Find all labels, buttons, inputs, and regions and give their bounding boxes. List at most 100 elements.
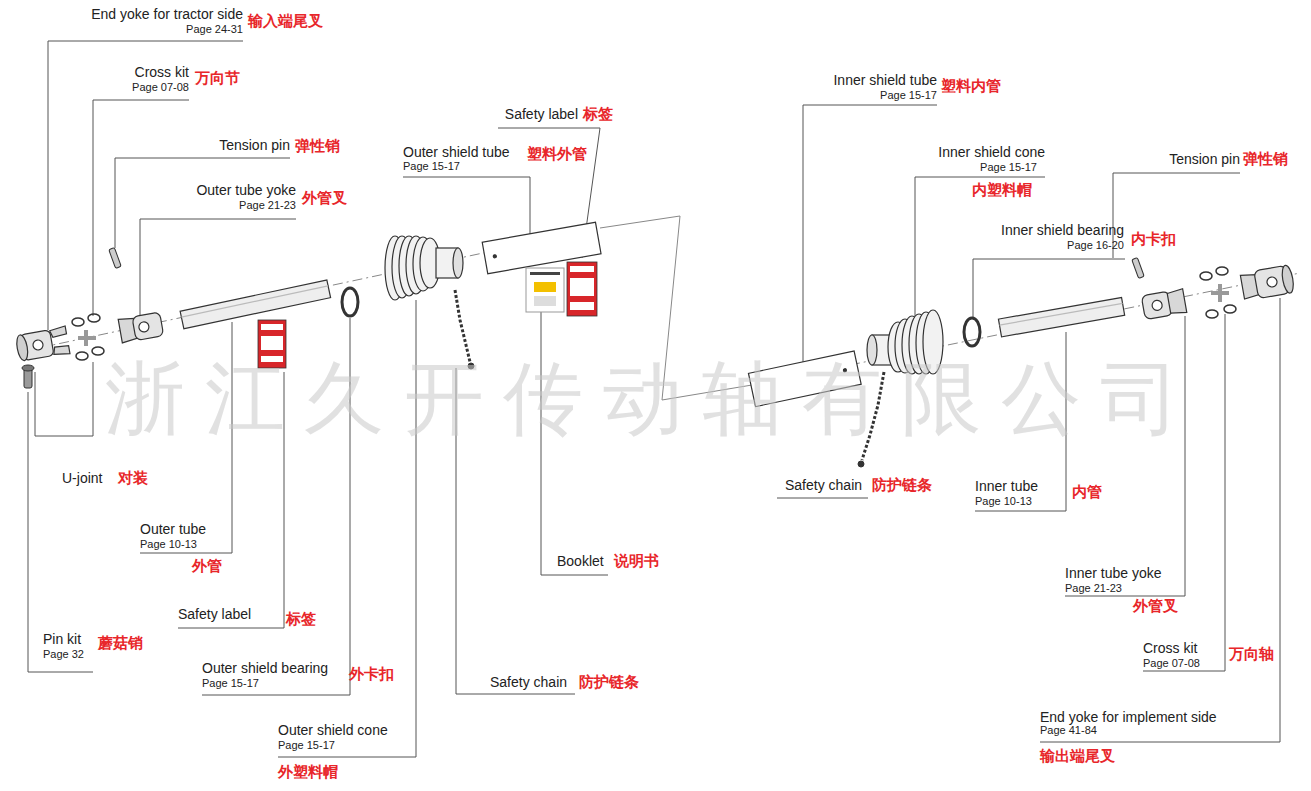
drawing-shape [567, 262, 597, 316]
chinese-part-name: 塑料外管 [527, 146, 587, 163]
cross-kit [72, 314, 104, 360]
shield-tube [482, 222, 601, 273]
part-name: U-joint [62, 471, 102, 486]
part-name: Outer shield cone [278, 723, 388, 738]
page-reference: Page 07-08 [1143, 657, 1200, 669]
chinese-part-name: 外管叉 [1133, 598, 1178, 615]
part-name: Booklet [557, 554, 604, 569]
drawing-shape [93, 100, 189, 316]
chinese-part-name: 外管叉 [302, 190, 347, 207]
drawing-shape [915, 177, 1045, 318]
page-reference: Page 21-23 [239, 199, 296, 211]
page-reference: Page 15-17 [403, 160, 460, 172]
drawing-shape [1280, 265, 1295, 294]
part-name: Safety chain [785, 478, 862, 493]
drawing-shape [777, 498, 868, 499]
outer-tube [180, 280, 330, 329]
chinese-part-name: 外管 [192, 558, 222, 575]
drawing-shape [455, 290, 470, 362]
chinese-part-name: 外卡扣 [349, 666, 394, 683]
drawing-shape [493, 255, 496, 258]
drawing-shape [1167, 289, 1187, 315]
chinese-part-name: 说明书 [614, 553, 659, 570]
end-yoke [1240, 265, 1295, 301]
page-reference: Page 15-17 [202, 677, 259, 689]
drawing-shape [858, 461, 864, 467]
drawing-shape [28, 392, 93, 672]
shield-bearing [964, 318, 980, 346]
part-name: End yoke for tractor side [91, 7, 243, 22]
part-name: Outer tube yoke [196, 183, 296, 198]
part-name: Pin kit [43, 632, 81, 647]
page-reference: Page 21-23 [1065, 582, 1122, 594]
drawing-shape [92, 347, 104, 355]
page-reference: Page 24-31 [186, 23, 243, 35]
drawing-shape [534, 296, 556, 306]
drawing-shape [1224, 305, 1236, 313]
chinese-part-name: 万向轴 [1229, 646, 1274, 663]
drawing-shape [1211, 284, 1229, 302]
watermark: 浙江久开传动轴有限公司 [105, 355, 1200, 443]
part-name: Inner tube yoke [1065, 566, 1162, 581]
drawing-shape [453, 248, 463, 278]
tension-pin [1132, 258, 1144, 279]
cross-kit [1200, 267, 1236, 318]
drawing-shape [76, 352, 88, 360]
chinese-part-name: 弹性销 [1243, 151, 1288, 168]
part-name: Safety label [505, 107, 578, 122]
end-yoke [15, 326, 70, 362]
tube-yoke [1141, 289, 1187, 320]
part-name: Safety chain [490, 675, 567, 690]
page-reference: Page 10-13 [975, 495, 1032, 507]
drawing-shape [482, 222, 601, 273]
drawing-shape [570, 278, 594, 296]
drawing-shape [534, 282, 556, 292]
page-reference: Page 07-08 [132, 81, 189, 93]
part-name: Tension pin [219, 138, 290, 153]
drawing-shape [999, 303, 1122, 325]
drawing-shape [541, 312, 608, 575]
drawing-shape [132, 312, 164, 340]
page-reference: Page 15-17 [880, 89, 937, 101]
drawing-shape [1113, 173, 1240, 258]
drawing-shape [180, 280, 330, 329]
chinese-part-name: 标签 [286, 611, 316, 628]
part-name: Inner shield tube [833, 73, 937, 88]
page-reference: Page 41-84 [1040, 724, 1097, 736]
drawing-shape [570, 302, 594, 310]
part-name: Inner tube [975, 479, 1038, 494]
part-name: Outer shield tube [403, 145, 510, 160]
drawing-shape [998, 297, 1124, 336]
drawing-shape [49, 326, 70, 356]
drawing-shape [526, 268, 564, 312]
tube-yoke [118, 312, 164, 343]
drawing-shape [530, 272, 560, 275]
tension-pin [109, 248, 121, 269]
chinese-part-name: 对装 [118, 470, 148, 487]
drawing-shape [181, 286, 328, 317]
part-name: Inner shield cone [938, 145, 1045, 160]
chinese-part-name: 防护链条 [579, 674, 639, 691]
drawing-shape [88, 314, 100, 322]
inner-tube [998, 297, 1124, 336]
part-name: Outer shield bearing [202, 661, 328, 676]
part-name: Cross kit [1143, 641, 1197, 656]
chinese-part-name: 弹性销 [295, 138, 340, 155]
part-name: Safety label [178, 607, 251, 622]
leader-line [28, 41, 1280, 757]
part-name: Inner shield bearing [1001, 223, 1124, 238]
chinese-part-name: 内卡扣 [1131, 231, 1176, 248]
part-name: Cross kit [135, 65, 189, 80]
chinese-part-name: 内塑料帽 [972, 182, 1032, 199]
chinese-part-name: 外塑料帽 [278, 764, 338, 781]
drawing-shape [78, 330, 96, 346]
shield-cone [385, 236, 463, 300]
page-reference: Page 16-20 [1067, 239, 1124, 251]
chinese-part-name: 输入端尾叉 [248, 13, 323, 30]
drawing-shape [32, 339, 44, 351]
drawing-shape [261, 336, 283, 350]
chinese-part-name: 防护链条 [872, 477, 932, 494]
drawing-shape [22, 365, 34, 371]
part-name: End yoke for implement side [1040, 710, 1217, 725]
